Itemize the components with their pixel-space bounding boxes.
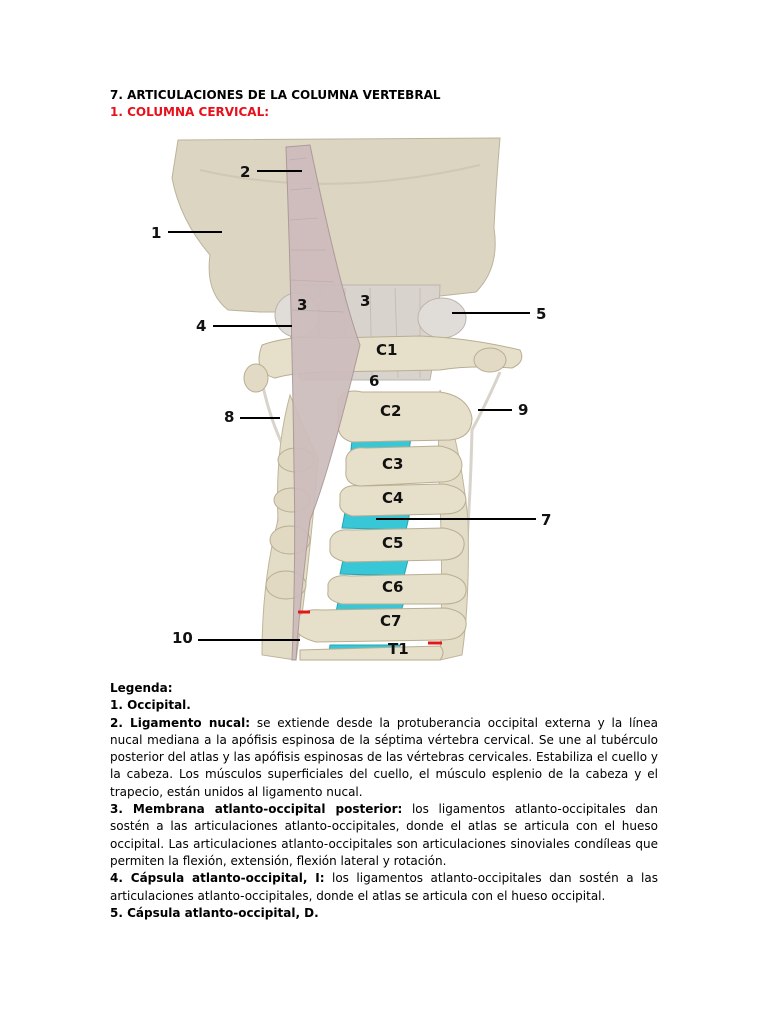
label-c1: C1 xyxy=(376,341,397,359)
legend-item: 3. Membrana atlanto-occipital posterior:… xyxy=(110,801,658,870)
section-title: 1. COLUMNA CERVICAL: xyxy=(110,105,270,119)
t1-vertebra xyxy=(299,645,444,661)
c2-axis xyxy=(337,390,473,443)
label-10: 10 xyxy=(172,629,193,647)
label-7: 7 xyxy=(541,511,551,529)
label-4: 4 xyxy=(196,317,206,335)
legend-term: 3. Membrana atlanto-occipital posterior: xyxy=(110,802,403,817)
legend-term: 5. Cápsula atlanto-occipital, D. xyxy=(110,905,319,920)
label-2: 2 xyxy=(240,163,250,181)
c7-vertebra xyxy=(295,607,467,643)
legend-text: los ligamentos atlanto-occipitales dan s… xyxy=(110,871,658,903)
legend-item: 1. Occipital. xyxy=(110,697,658,714)
label-9: 9 xyxy=(518,401,528,419)
c5-vertebra xyxy=(329,527,465,563)
legend-text: se extiende desde la protuberancia occip… xyxy=(110,715,658,799)
cervical-spine-illustration: 2 1 3 3 4 5 6 8 9 7 10 C1 C2 C3 C4 C5 C6… xyxy=(151,137,551,661)
label-t1: T1 xyxy=(388,640,409,658)
legend-title: Legenda: xyxy=(110,681,173,695)
label-3-left: 3 xyxy=(297,296,307,314)
label-c2: C2 xyxy=(380,402,401,420)
label-c5: C5 xyxy=(382,534,403,552)
legend-term: 1. Occipital. xyxy=(110,698,191,713)
label-5: 5 xyxy=(536,305,546,323)
label-c7: C7 xyxy=(380,612,401,630)
legend: Legenda: 1. Occipital. 2. Ligamento nuca… xyxy=(110,680,658,922)
label-1: 1 xyxy=(151,224,161,242)
label-3-center: 3 xyxy=(360,292,370,310)
legend-text: los ligamentos atlanto-occipitales dan s… xyxy=(110,802,658,868)
label-c6: C6 xyxy=(382,578,403,596)
label-c4: C4 xyxy=(382,489,403,507)
right-capsule xyxy=(417,297,467,339)
document-title: 7. ARTICULACIONES DE LA COLUMNA VERTEBRA… xyxy=(110,88,441,102)
label-c3: C3 xyxy=(382,455,403,473)
legend-item: 4. Cápsula atlanto-occipital, I: los lig… xyxy=(110,870,658,905)
legend-term: 4. Cápsula atlanto-occipital, I: xyxy=(110,871,325,886)
c6-vertebra xyxy=(327,573,467,605)
legend-item: 5. Cápsula atlanto-occipital, D. xyxy=(110,905,658,922)
legend-term: 2. Ligamento nucal: xyxy=(110,715,251,730)
legend-item: 2. Ligamento nucal: se extiende desde la… xyxy=(110,715,658,801)
c3-vertebra xyxy=(345,445,463,487)
label-8: 8 xyxy=(224,408,234,426)
label-6: 6 xyxy=(369,372,379,390)
c4-vertebra xyxy=(339,483,467,517)
